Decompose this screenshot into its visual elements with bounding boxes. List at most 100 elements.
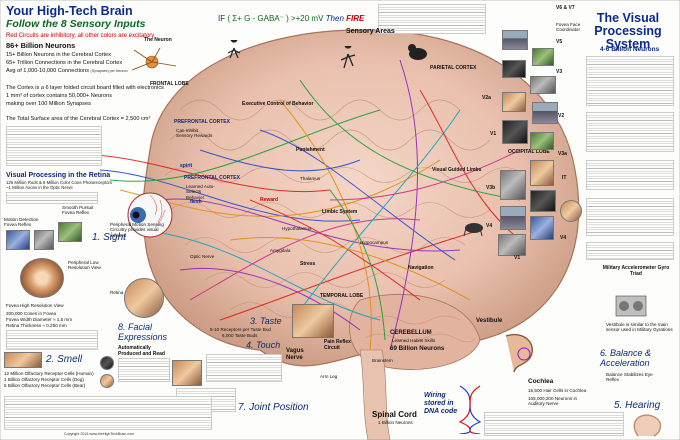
- facial-text-block: [118, 358, 170, 382]
- cortex-text-block: [6, 126, 102, 166]
- taste-line2: 6,000 Taste Buds: [222, 333, 258, 338]
- cerebral-connections: 65+ Trillion Connections in the Cerebral…: [6, 60, 123, 66]
- fovea-text-block: [6, 330, 98, 350]
- vagus-label: Vagus Nerve: [286, 348, 304, 361]
- visual-text-block-5: [586, 242, 674, 260]
- smell-human: 12 Million Olfactory Receptor Cells (Hum…: [4, 371, 94, 376]
- military-label: Military Accelerometer Gyro Triad: [602, 265, 670, 277]
- neuron-label: The Neuron: [144, 37, 172, 43]
- visual-text-block-4: [586, 198, 674, 236]
- nose-photo: [4, 352, 42, 368]
- cochlea-label: Cochlea: [528, 378, 554, 385]
- hand-photo: [172, 360, 202, 386]
- ffa-label: Fovea Face Coordinator: [556, 22, 581, 33]
- cat-icon: [408, 44, 427, 60]
- visual-text-block-3: [586, 160, 674, 190]
- smooth-pursuit-sub: Fovea Reflex: [62, 210, 90, 216]
- taste-line1: 5-10 Receptors per Taste Bud: [210, 327, 271, 332]
- vision-photo-14: [498, 234, 526, 256]
- facial-auto: Automatically Produced and Read: [118, 345, 165, 357]
- visual-label-v3: V3: [556, 69, 563, 75]
- mouth-photo: [292, 304, 334, 338]
- smell-dog: 1 Billion Olfactory Receptor Cells (Dog): [4, 377, 84, 382]
- vestibule-label: Vestibule: [476, 318, 503, 324]
- cortex-per-mm: 1 mm³ of cortex contains 50,000+ Neurons: [6, 93, 112, 99]
- cones-label: 200,000 Cones in Fovea: [6, 311, 57, 316]
- pain-reflex-label: Pain Reflex Circuit: [324, 339, 351, 351]
- temporal-label: TEMPORAL LOBE: [320, 293, 364, 299]
- visual-label-v4: V4: [486, 223, 493, 229]
- motion-detection-text: Motion Detection: [4, 217, 39, 222]
- visual-label-v1-b: V1: [514, 255, 521, 261]
- retina-image: [20, 258, 64, 298]
- retina-title: Visual Processing in the Retina: [6, 172, 111, 179]
- touch-title: 4. Touch: [246, 340, 281, 350]
- retina-line2: ~1 Million Axons in the Optic Nerve: [6, 185, 73, 190]
- dna-icon: [458, 385, 482, 434]
- vision-photo-7: [502, 120, 528, 144]
- retina-line1: 126 Million Rods & 6 Million Color Cone …: [6, 180, 113, 185]
- amygdala-label: Amygdala: [270, 248, 291, 253]
- visual-label-v2: V2: [558, 113, 565, 119]
- vision-photo-10: [530, 160, 554, 186]
- punishment-label: Punishment: [296, 147, 325, 153]
- spinal-count: 1 Billion Neurons: [378, 420, 413, 425]
- flesh-label: flesh: [190, 199, 202, 205]
- retina-thick-label: Retina Thickness ≈ 0.250 mm: [6, 323, 67, 328]
- balance-sub: Balance Stabilizes Eye Reflex: [606, 372, 653, 383]
- smooth-pursuit-text: Smooth Pursuit: [62, 205, 94, 210]
- fovea-high-label: Fovea High Resolution View: [6, 303, 64, 308]
- visual-text-block-1: [586, 56, 674, 106]
- thalamus-label: Thalamus: [300, 176, 321, 181]
- page-title: Your High-Tech Brain: [6, 4, 133, 18]
- bear-photo: [100, 374, 114, 388]
- vision-photo-5: [502, 92, 526, 112]
- arm-leg-label: Arm Leg: [320, 374, 338, 379]
- deer-icon: [463, 223, 483, 237]
- retina-text-block: [6, 192, 98, 204]
- visual-text-block-2: [586, 112, 674, 152]
- smell-bear: 5 Billion Olfactory Receptor Cells (Bear…: [4, 383, 86, 388]
- facial-title: 8. Facial Expressions: [118, 322, 168, 343]
- brainstem-label: Brainstem: [372, 358, 393, 363]
- cerebellum-label: CEREBELLUM: [390, 330, 432, 336]
- motion-fovea-reflex: Fovea Reflex: [4, 222, 32, 228]
- cerebellum-count: 69 Billion Neurons: [390, 345, 445, 352]
- neuron-count: 86+ Billion Neurons: [6, 41, 76, 50]
- hearing-title: 5. Hearing: [614, 400, 661, 411]
- copyright: Copyright 2015 www.theHighTechBrain.com: [64, 432, 135, 436]
- visual-label-v3a: V3a: [558, 151, 567, 157]
- smell-title: 2. Smell: [46, 354, 83, 365]
- taste-title: 3. Taste: [250, 316, 282, 326]
- neuron-icon: [131, 47, 177, 71]
- pfc-frontal-sub: Learned Auto-Selects Behavior: [186, 184, 215, 200]
- motion-photo: [6, 230, 30, 250]
- frontal-lobe-label: FRONTAL LOBE: [150, 81, 189, 87]
- visual-label-v3b: V3b: [486, 185, 496, 191]
- fovea-diam-label: Fovea Width Diameter ≈ 1.5 mm: [6, 317, 73, 322]
- runner-icon: [340, 46, 356, 69]
- vision-photo-9: [500, 170, 526, 200]
- joint-title: 7. Joint Position: [238, 402, 309, 413]
- cochlea-line2: 105,000,200 Neurons in Auditory Nerve: [528, 396, 578, 407]
- spinal-cord-shape: [359, 349, 391, 440]
- face-photo: [124, 278, 164, 318]
- vision-photo-2: [532, 48, 554, 66]
- eq-then: Then: [325, 14, 344, 23]
- vision-photo-4: [530, 76, 556, 94]
- peripheral-label: Peripheral Low Resolution View: [68, 260, 101, 271]
- peripheral-motion-label: Peripheral Motion Sensing Circuitry prov…: [110, 222, 164, 238]
- hypothalamus-label: Hypothalamus: [282, 226, 312, 231]
- page-subtitle: Follow the 8 Sensory Inputs: [6, 18, 146, 30]
- vision-photo-1: [502, 30, 528, 50]
- cortex-synapses: making over 100 Million Synapses: [6, 101, 91, 107]
- parietal-label: PARIETAL CORTEX: [430, 65, 477, 71]
- balance-title: 6. Balance & Acceleration: [600, 348, 652, 369]
- vision-photo-3: [502, 60, 526, 78]
- ear-icon: [505, 333, 533, 373]
- prefrontal-label: PREFRONTAL CORTEX: [174, 119, 230, 125]
- spirit-label: spirit: [180, 163, 193, 169]
- eyeball: [127, 192, 173, 238]
